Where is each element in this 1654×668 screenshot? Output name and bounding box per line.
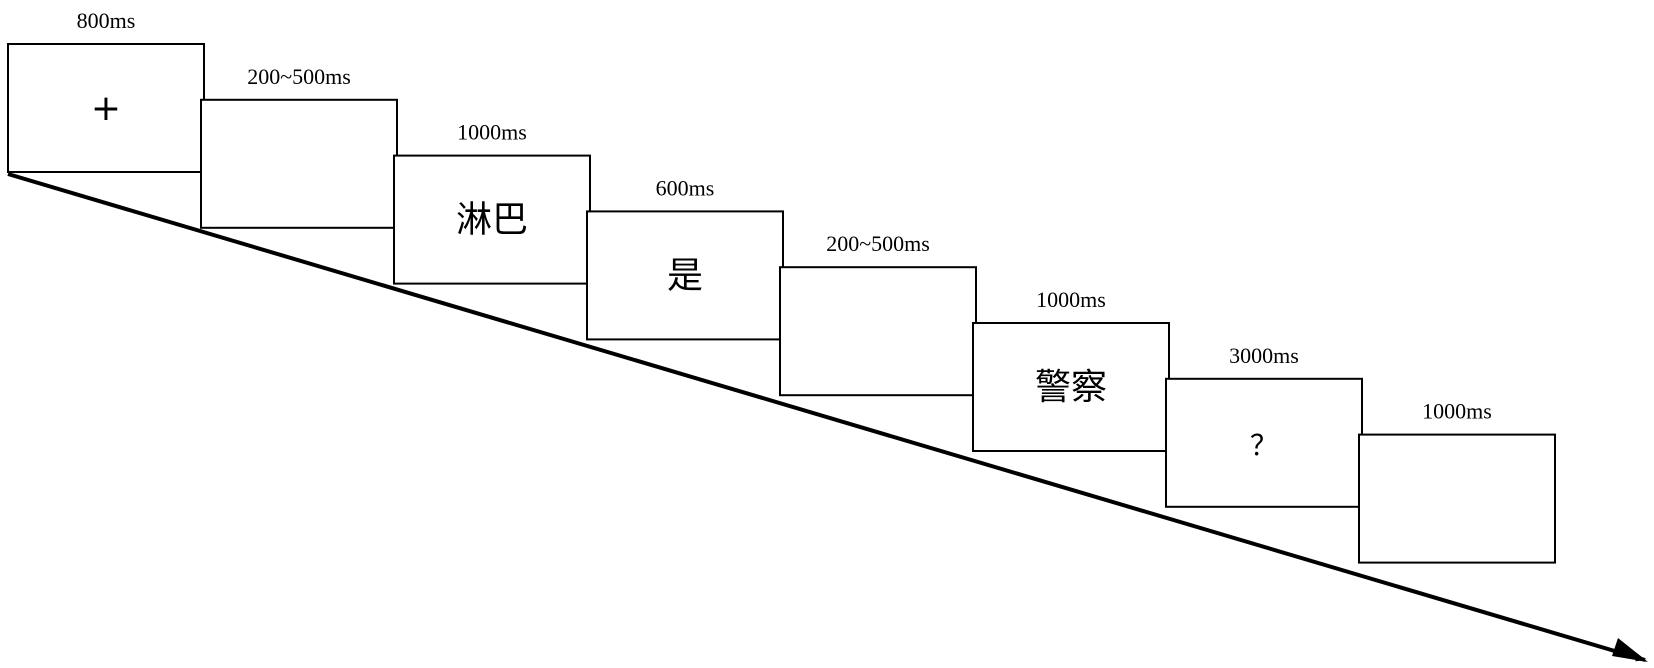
- frame-box: [1358, 433, 1556, 564]
- frame-stimulus: 是: [667, 255, 703, 296]
- frame-box: [7, 43, 205, 173]
- frame-2: 200~500ms: [200, 64, 398, 229]
- frame-duration-label: 1000ms: [1422, 399, 1492, 424]
- frame-duration-label: 3000ms: [1229, 343, 1299, 368]
- frame-stimulus: 警察: [1035, 367, 1107, 408]
- frame-6: 1000ms 警察: [972, 287, 1170, 452]
- frame-box: [779, 266, 977, 397]
- frame-5: 200~500ms: [779, 231, 977, 397]
- frame-box: [972, 322, 1170, 452]
- frame-1: 800ms +: [7, 8, 205, 173]
- frame-duration-label: 200~500ms: [247, 64, 351, 89]
- frame-stimulus: 淋巴: [456, 200, 528, 241]
- frame-3: 1000ms 淋巴: [393, 120, 591, 285]
- frame-duration-label: 1000ms: [1036, 287, 1106, 312]
- frame-stimulus: ？: [1250, 431, 1278, 462]
- frame-4: 600ms 是: [586, 175, 784, 341]
- frame-box: [586, 210, 784, 341]
- frame-8: 1000ms: [1358, 399, 1556, 564]
- time-axis-arrow: [7, 172, 1646, 662]
- frame-duration-label: 1000ms: [457, 120, 527, 145]
- frame-duration-label: 200~500ms: [826, 231, 930, 256]
- frame-box: [1165, 377, 1363, 508]
- frame-duration-label: 800ms: [77, 8, 136, 33]
- frame-box: [393, 154, 591, 285]
- frame-7: 3000ms ？: [1165, 343, 1363, 508]
- frame-stimulus: +: [91, 88, 121, 129]
- time-axis-arrowhead: [1612, 638, 1648, 662]
- frame-box: [200, 98, 398, 229]
- frame-duration-label: 600ms: [656, 175, 715, 200]
